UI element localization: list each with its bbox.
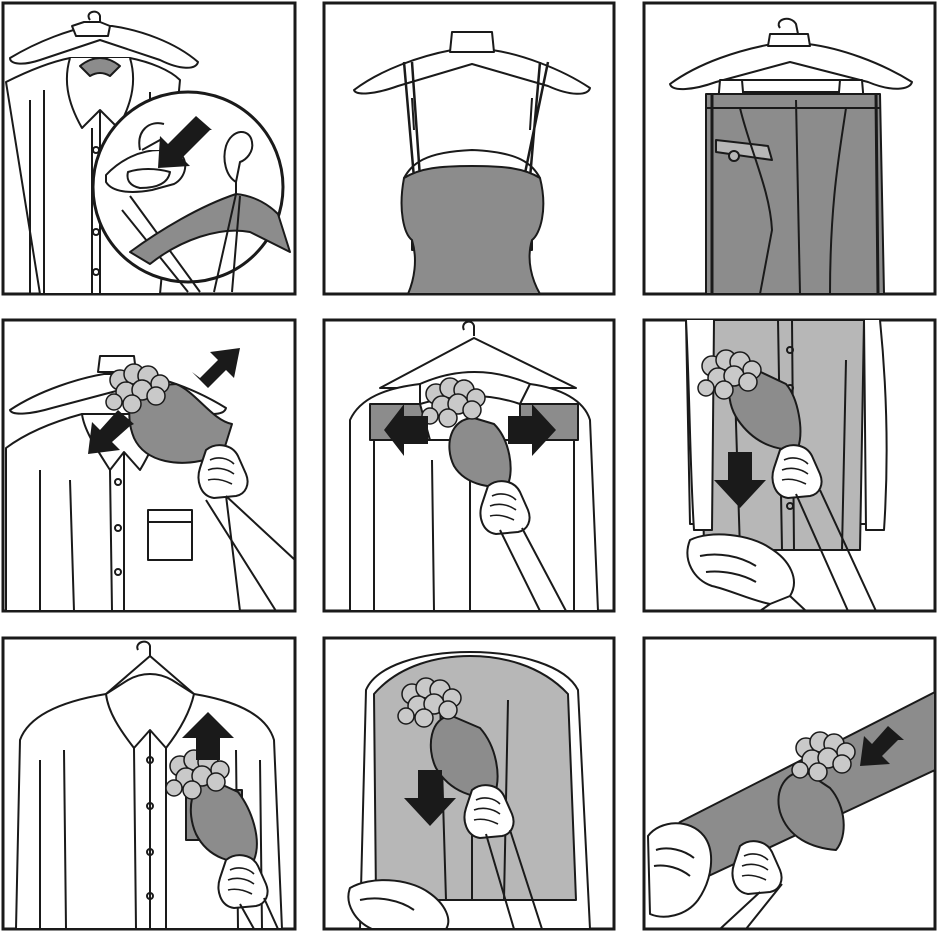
panel-steam-pocket-up (1, 636, 297, 931)
hanger-icon (9, 10, 199, 69)
trousers-icon (705, 93, 885, 294)
steamer-head-icon (448, 417, 512, 488)
magnifier-callout-icon (91, 90, 291, 293)
hanger-icon (353, 31, 591, 251)
dress-icon (400, 61, 550, 294)
panel-steam-sleeve (642, 636, 937, 931)
panel-hang-shirt (1, 1, 297, 296)
hanger-icon (105, 640, 195, 695)
arrow-left-icon (384, 404, 428, 456)
panel-hang-trousers (642, 1, 937, 296)
arrow-up-right-icon (192, 348, 240, 388)
gloved-hand-icon (647, 822, 713, 918)
arrow-down-left-icon (158, 116, 212, 168)
hanger-icon (669, 17, 913, 93)
panel-steam-shoulders (322, 318, 616, 613)
arrow-up-icon (182, 712, 234, 760)
gloved-hand-icon (347, 879, 450, 929)
arrow-right-icon (508, 404, 556, 456)
panel-steam-shirt-front-down (642, 318, 937, 613)
arrow-down-icon (404, 770, 456, 826)
panel-steam-collar (1, 318, 297, 613)
arrow-down-icon (714, 452, 766, 508)
arrow-down-left-icon (88, 410, 134, 454)
steamer-head-icon (429, 715, 499, 798)
panel-steam-back-down (322, 636, 616, 931)
steamer-head-icon (777, 770, 845, 851)
panel-hang-dress (322, 1, 616, 296)
arrow-down-left-icon (860, 726, 904, 766)
gloved-hand-icon (686, 533, 807, 611)
